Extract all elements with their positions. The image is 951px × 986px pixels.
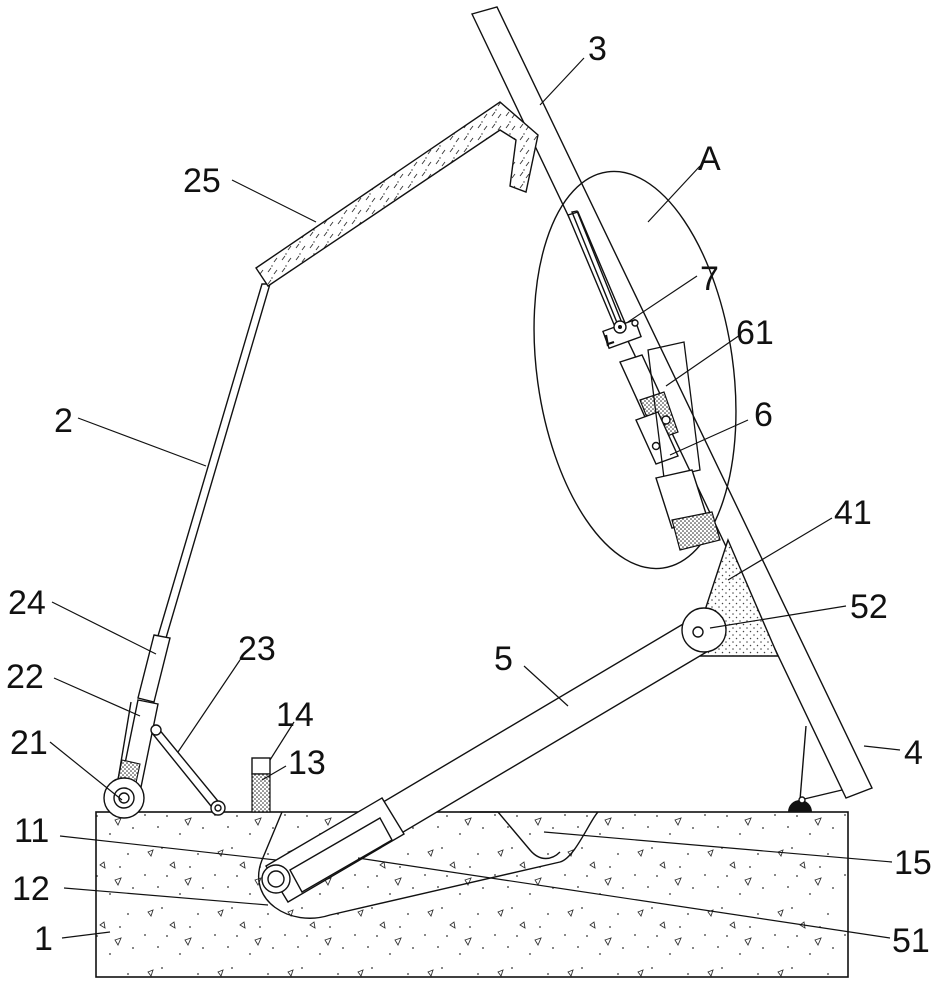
- leader-lines: [50, 58, 900, 938]
- roller-wheel: [104, 778, 144, 818]
- label-2: 2: [54, 402, 73, 440]
- label-25: 25: [183, 162, 221, 200]
- label-24: 24: [8, 584, 46, 622]
- label-23: 23: [238, 630, 276, 668]
- label-21: 21: [10, 724, 48, 762]
- small-post: [252, 758, 270, 812]
- label-41: 41: [834, 494, 872, 532]
- label-6: 6: [754, 396, 773, 434]
- label-7: 7: [700, 260, 719, 298]
- label-61: 61: [736, 314, 774, 352]
- label-a: A: [698, 140, 721, 178]
- label-4: 4: [904, 734, 923, 772]
- diagonal-strut: [151, 725, 225, 815]
- upper-bracket: [256, 102, 538, 286]
- label-3: 3: [588, 30, 607, 68]
- label-52: 52: [850, 588, 888, 626]
- label-5: 5: [494, 640, 513, 678]
- label-14: 14: [276, 696, 314, 734]
- inclined-plate: [472, 7, 872, 798]
- label-11: 11: [14, 812, 49, 850]
- base-block: [96, 812, 848, 977]
- label-1: 1: [34, 920, 53, 958]
- label-13: 13: [288, 744, 326, 782]
- label-22: 22: [6, 658, 44, 696]
- telescopic-mechanism: [568, 211, 720, 550]
- label-12: 12: [12, 870, 50, 908]
- label-15: 15: [894, 844, 932, 882]
- label-51: 51: [892, 922, 930, 960]
